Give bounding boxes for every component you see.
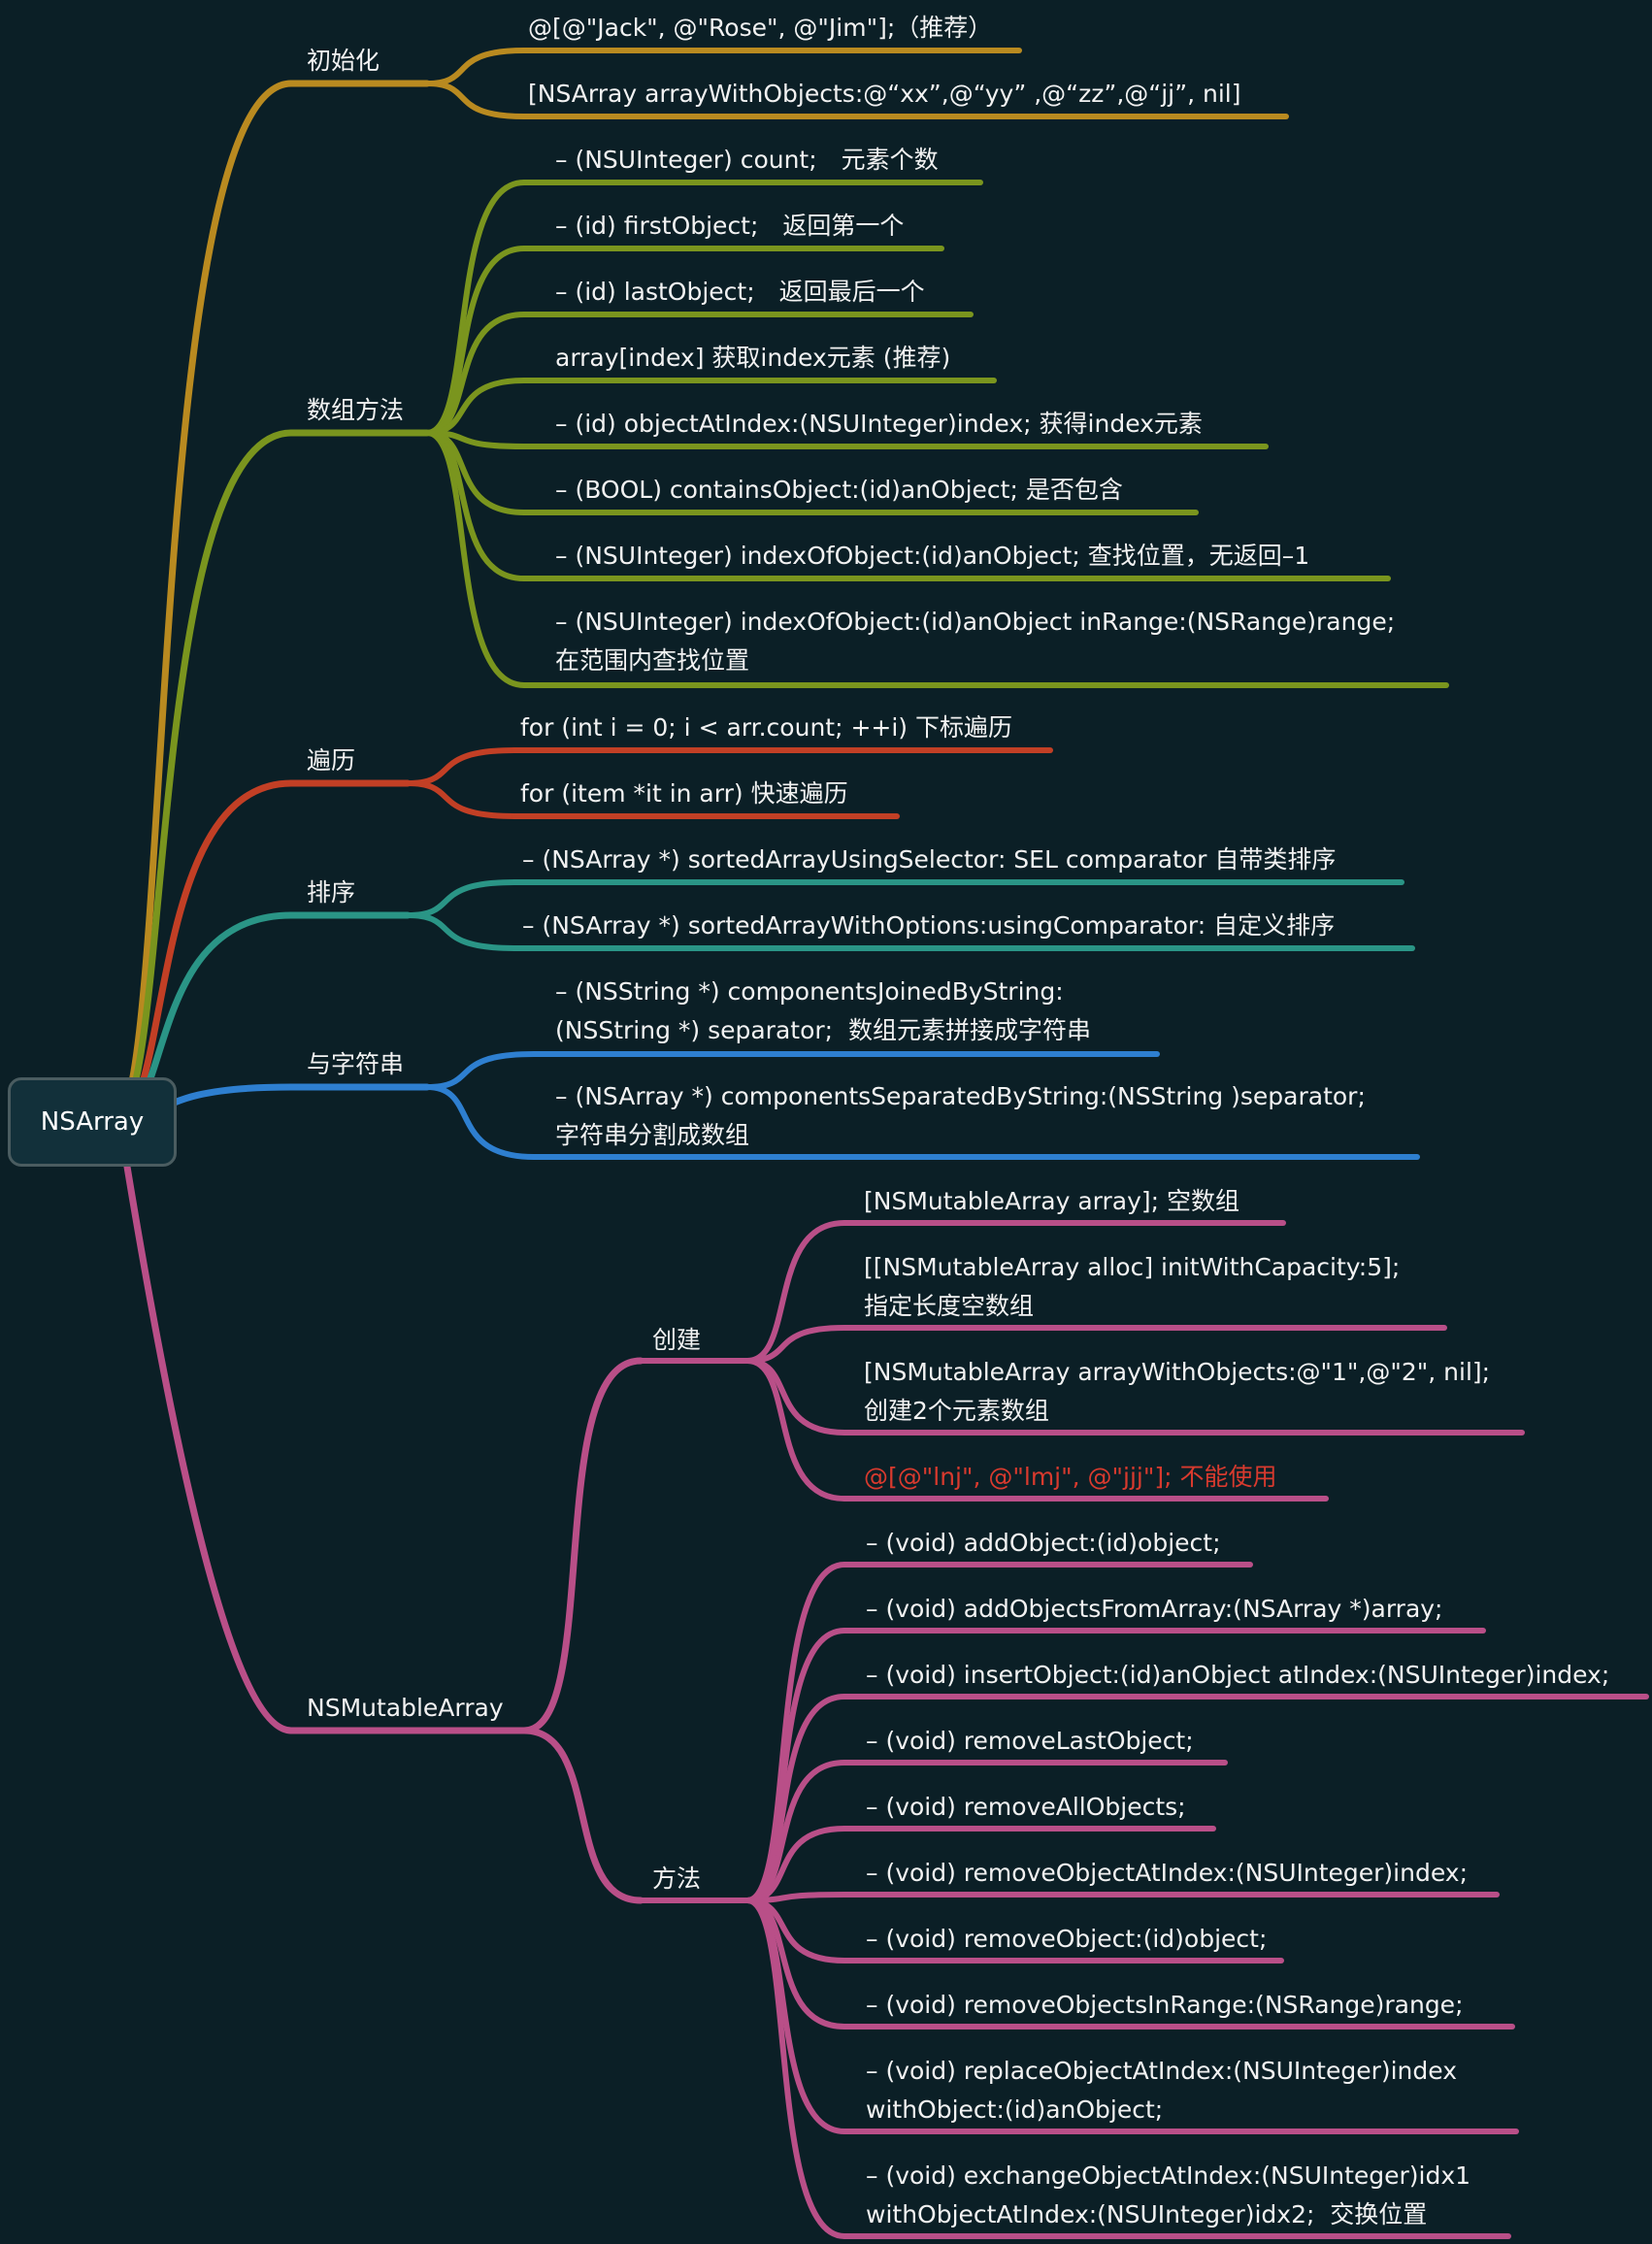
branch-to-item-line	[424, 312, 527, 436]
mutable-method-item[interactable]: – (void) removeLastObject;	[866, 1727, 1194, 1755]
mutable-method-item[interactable]: – (void) addObject:(id)object;	[866, 1529, 1221, 1557]
root-to-branch-line	[122, 1157, 295, 1734]
method-item[interactable]: – (NSUInteger) indexOfObject:(id)anObjec…	[555, 608, 1396, 675]
mutable-method-item[interactable]: – (void) removeObjectAtIndex:(NSUInteger…	[866, 1859, 1468, 1887]
mutable-method-item[interactable]: – (void) removeAllObjects;	[866, 1793, 1186, 1821]
branch-to-item-line	[424, 48, 527, 86]
string-item[interactable]: – (NSString *) componentsJoinedByString:…	[555, 977, 1091, 1044]
branch-to-item-line	[424, 81, 527, 119]
branch-to-item-line	[744, 1325, 847, 1364]
branch-to-item-line	[744, 1358, 847, 1502]
branch-to-item-line	[424, 430, 527, 688]
method-item[interactable]: – (NSUInteger) count; 元素个数	[555, 146, 939, 174]
branch-methods-label[interactable]: 数组方法	[307, 396, 405, 424]
branch-to-item-line	[405, 780, 517, 819]
branch-to-item-line	[744, 1220, 847, 1364]
init-item[interactable]: [NSArray arrayWithObjects:@“xx”,@“yy” ,@…	[528, 80, 1241, 108]
sub-branch-line	[520, 1727, 644, 1904]
iterate-item[interactable]: for (item *it in arr) 快速遍历	[520, 779, 848, 808]
method-item[interactable]: – (id) lastObject; 返回最后一个	[555, 278, 925, 306]
branch-init-label[interactable]: 初始化	[307, 47, 380, 75]
create-item[interactable]: [[NSMutableArray alloc] initWithCapacity…	[864, 1253, 1401, 1320]
sort-item[interactable]: – (NSArray *) sortedArrayUsingSelector: …	[522, 845, 1337, 874]
method-item[interactable]: array[index] 获取index元素 (推荐)	[555, 344, 951, 372]
mutable-method-item[interactable]: – (void) removeObjectsInRange:(NSRange)r…	[866, 1991, 1464, 2019]
create-item-warning[interactable]: @[@"lnj", @"lmj", @"jjj"]; 不能使用	[864, 1463, 1277, 1491]
branch-to-item-line	[424, 430, 527, 581]
create-item[interactable]: [NSMutableArray array]; 空数组	[864, 1187, 1240, 1215]
mutable-method-item[interactable]: – (void) addObjectsFromArray:(NSArray *)…	[866, 1595, 1443, 1623]
mutable-methods-label[interactable]: 方法	[652, 1864, 702, 1893]
sort-item[interactable]: – (NSArray *) sortedArrayWithOptions:usi…	[522, 911, 1336, 940]
root-label: NSArray	[40, 1107, 145, 1137]
init-item[interactable]: @[@"Jack", @"Rose", @"Jim"];（推荐）	[528, 14, 993, 42]
branch-iterate-label[interactable]: 遍历	[307, 746, 356, 775]
mutable-create-label[interactable]: 创建	[652, 1326, 702, 1354]
mutable-method-item[interactable]: – (void) replaceObjectAtIndex:(NSUIntege…	[866, 2057, 1458, 2124]
method-item[interactable]: – (NSUInteger) indexOfObject:(id)anObjec…	[555, 542, 1310, 570]
branch-to-item-line	[744, 1898, 847, 2239]
branch-to-item-line	[424, 1051, 537, 1090]
branch-to-item-line	[405, 912, 517, 951]
method-item[interactable]: – (BOOL) containsObject:(id)anObject; 是否…	[555, 476, 1123, 504]
method-item[interactable]: – (id) objectAtIndex:(NSUInteger)index; …	[555, 410, 1203, 438]
branch-to-item-line	[744, 1358, 847, 1436]
branch-to-item-line	[744, 1898, 847, 2134]
mutable-method-item[interactable]: – (void) removeObject:(id)object;	[866, 1925, 1268, 1953]
root-to-branch-line	[111, 80, 295, 1126]
branch-sort-label[interactable]: 排序	[307, 878, 356, 907]
mutable-method-item[interactable]: – (void) exchangeObjectAtIndex:(NSUInteg…	[866, 2162, 1471, 2228]
branch-to-item-line	[424, 1084, 537, 1160]
mutable-method-item[interactable]: – (void) insertObject:(id)anObject atInd…	[866, 1661, 1610, 1689]
create-item[interactable]: [NSMutableArray arrayWithObjects:@"1",@"…	[864, 1358, 1491, 1425]
branch-to-item-line	[405, 747, 517, 786]
iterate-item[interactable]: for (int i = 0; i < arr.count; ++i) 下标遍历	[520, 713, 1012, 742]
branch-to-item-line	[405, 879, 517, 918]
string-item[interactable]: – (NSArray *) componentsSeparatedByStrin…	[555, 1082, 1366, 1149]
root-node[interactable]: NSArray	[8, 1077, 177, 1167]
branch-string-label[interactable]: 与字符串	[307, 1050, 405, 1078]
sub-branch-line	[520, 1357, 644, 1734]
branch-mutable-label[interactable]: NSMutableArray	[307, 1694, 504, 1722]
method-item[interactable]: – (id) firstObject; 返回第一个	[555, 212, 905, 240]
